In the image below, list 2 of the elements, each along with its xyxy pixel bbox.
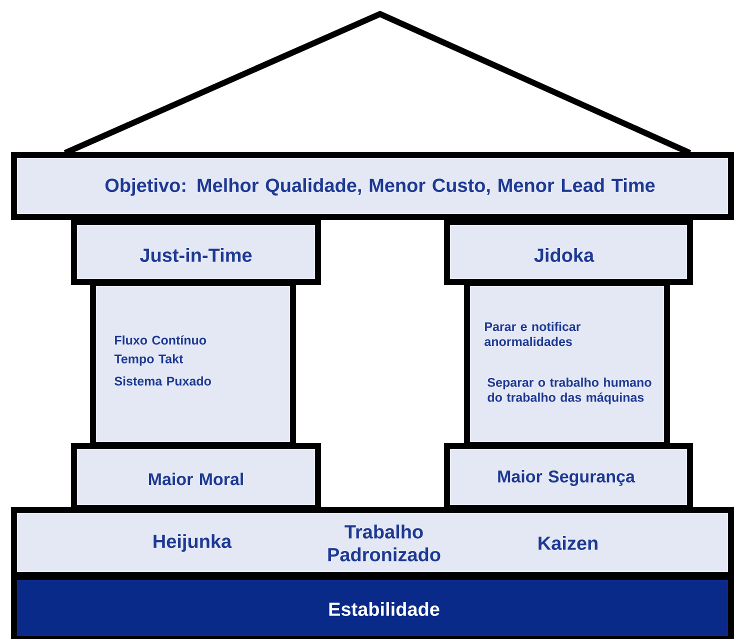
pillar-capital: Just-in-Time xyxy=(71,219,321,285)
pillar-capital: Jidoka xyxy=(444,219,693,285)
